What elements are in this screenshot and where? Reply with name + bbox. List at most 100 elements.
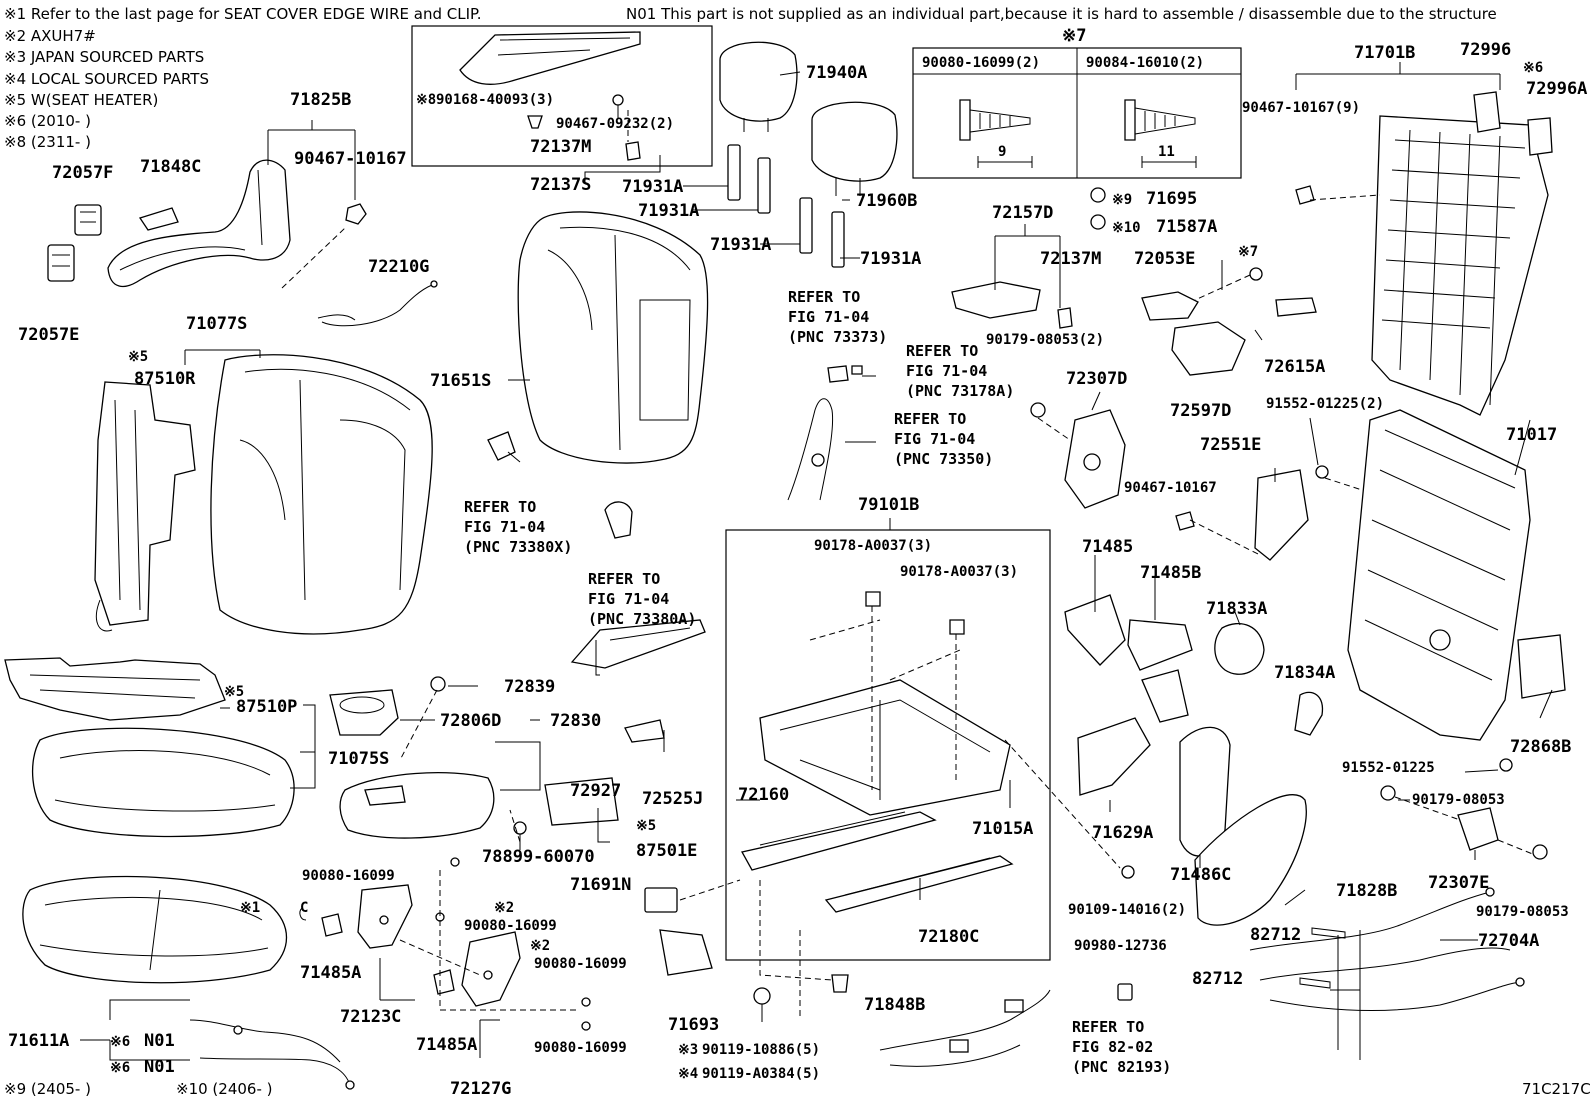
headrest-71960B[interactable] [811, 101, 898, 196]
lock-72525J[interactable] [624, 719, 665, 743]
label-72137M-a: 72137M [530, 137, 591, 157]
pad-71848C[interactable] [138, 207, 179, 231]
nut-71695[interactable] [1090, 187, 1106, 203]
clip-90467-10167-a[interactable] [345, 203, 367, 225]
screw-90168-40093[interactable] [612, 94, 624, 118]
bolt-91552-01225-b[interactable] [1499, 758, 1513, 772]
label-clip-c: C [300, 900, 308, 916]
fastener-col2: 90084-16010(2) [1086, 55, 1204, 71]
clip-71485A-b[interactable] [433, 969, 455, 995]
hinge-72123C[interactable] [357, 884, 413, 949]
switch-87501E[interactable] [644, 887, 678, 913]
clip-c[interactable] [299, 907, 307, 921]
belt-73350[interactable] [787, 398, 834, 501]
buckle-refer-73380A[interactable] [604, 501, 633, 539]
pad-72868B[interactable] [1517, 634, 1566, 699]
ties-82712[interactable] [1299, 927, 1346, 989]
label-91552-01225-b: 91552-01225 [1342, 760, 1435, 776]
bushing-90179-08053[interactable] [1030, 402, 1046, 418]
box-71691N[interactable] [544, 777, 619, 826]
bolt-90109-14016[interactable] [1121, 865, 1135, 879]
trim-72137S[interactable] [459, 31, 641, 85]
headrest-71940A[interactable] [719, 41, 798, 132]
label-72597D: 72597D [1170, 401, 1231, 421]
cover-72157D[interactable] [951, 281, 1041, 319]
bracket-72057F[interactable] [74, 204, 102, 236]
clip-90467-10167-c[interactable] [1175, 511, 1195, 531]
armrest-72830[interactable] [339, 772, 495, 839]
nut-90179-08053-b[interactable] [1380, 785, 1396, 801]
cover-71485B[interactable] [1127, 619, 1193, 723]
label-71486C: 71486C [1170, 865, 1231, 885]
cable-72210G[interactable] [317, 280, 438, 327]
label-90178-A0037-b: 90178-A0037(3) [900, 564, 1018, 580]
recliner-72307D[interactable] [1064, 409, 1126, 509]
rail-72160[interactable] [741, 811, 937, 871]
clip-90467-10167-b[interactable] [1295, 185, 1315, 205]
label-72806D: 72806D [440, 711, 501, 731]
seatback-pad-71651S[interactable] [517, 211, 709, 464]
label-71834A: 71834A [1274, 663, 1335, 683]
refer-73350-line1: REFER TO [894, 410, 966, 428]
cover-72597D[interactable] [1171, 321, 1246, 376]
harness-82193[interactable] [879, 989, 1051, 1067]
screw-72053E[interactable] [1249, 267, 1263, 281]
label-71017: 71017 [1506, 425, 1557, 445]
harness-72704A[interactable] [1249, 887, 1525, 1060]
label-90179-08053-c: 90179-08053 [1476, 904, 1569, 920]
label-90119-10886: 90119-10886(5) [702, 1042, 820, 1058]
belt-guide-73373[interactable] [827, 365, 863, 383]
nuts-90178-A0037[interactable] [865, 591, 965, 635]
cover-71629A[interactable] [1077, 717, 1151, 796]
clip-72137M-b[interactable] [1057, 307, 1073, 329]
hinge-72127G[interactable] [461, 931, 521, 1007]
label-72868B: 72868B [1510, 737, 1571, 757]
cushion-pad-71611A[interactable] [22, 875, 288, 984]
heater-87510P[interactable] [4, 657, 226, 721]
cap-71848B[interactable] [831, 974, 849, 993]
label-90179-08053-a: 90179-08053(2) [986, 332, 1104, 348]
back-board-71701B[interactable] [1371, 115, 1549, 416]
seatback-cover-71077S[interactable] [210, 354, 433, 635]
nut-71587A[interactable] [1090, 214, 1106, 230]
clip-72996[interactable] [1473, 91, 1501, 133]
clip-72137M-a[interactable] [625, 141, 641, 161]
bracket-71693[interactable] [659, 929, 713, 976]
cover-72053E[interactable] [1141, 291, 1199, 321]
fastener-table: ※7 90080-16099(2) 90084-16010(2) 9 11 [912, 26, 1242, 179]
striker-71833A[interactable] [1214, 623, 1265, 675]
clip-90467-09232[interactable] [527, 115, 543, 129]
heater-87510R[interactable] [94, 381, 196, 632]
guides-71931A[interactable] [727, 144, 845, 268]
bolt-91552-01225-a[interactable] [1315, 465, 1329, 479]
cup-holder-72806D[interactable] [329, 689, 399, 736]
clip-72996A[interactable] [1527, 117, 1553, 156]
backrest-frame-71825B[interactable] [107, 159, 291, 288]
marker-6a: ※6 [110, 1034, 130, 1050]
bolt-72839[interactable] [430, 676, 446, 692]
bolt-90119[interactable] [753, 987, 771, 1022]
pad-71828B[interactable] [1194, 794, 1307, 926]
frame-71017[interactable] [1347, 409, 1531, 741]
recliner-72307E[interactable] [1457, 807, 1499, 851]
refer-82193-line2: FIG 82-02 [1072, 1038, 1153, 1056]
cover-71485[interactable] [1064, 594, 1126, 666]
harness-N01[interactable] [189, 1019, 355, 1090]
clip-90980-12736[interactable] [1117, 983, 1133, 1001]
bracket-72551E[interactable] [1254, 469, 1309, 561]
clip-71485A-a[interactable] [321, 913, 343, 937]
label-72160: 72160 [738, 785, 789, 805]
screws-90080-16099[interactable] [435, 857, 591, 1031]
frame-71015A[interactable] [759, 679, 1011, 816]
bolt-78899-60070[interactable] [513, 821, 527, 850]
refer-82193-line1: REFER TO [1072, 1018, 1144, 1036]
label-90080-16099-b: 90080-16099 [464, 918, 557, 934]
rail-72180C[interactable] [824, 855, 1014, 913]
cover-71834A[interactable] [1294, 691, 1324, 736]
nut-90179-08053-c[interactable] [1532, 844, 1548, 860]
buckle-refer-73380X[interactable] [487, 431, 521, 463]
bracket-72057E[interactable] [47, 244, 75, 282]
cover-72927[interactable] [570, 619, 706, 669]
cushion-cover-71075S[interactable] [31, 727, 295, 838]
cover-72615A[interactable] [1275, 297, 1317, 317]
